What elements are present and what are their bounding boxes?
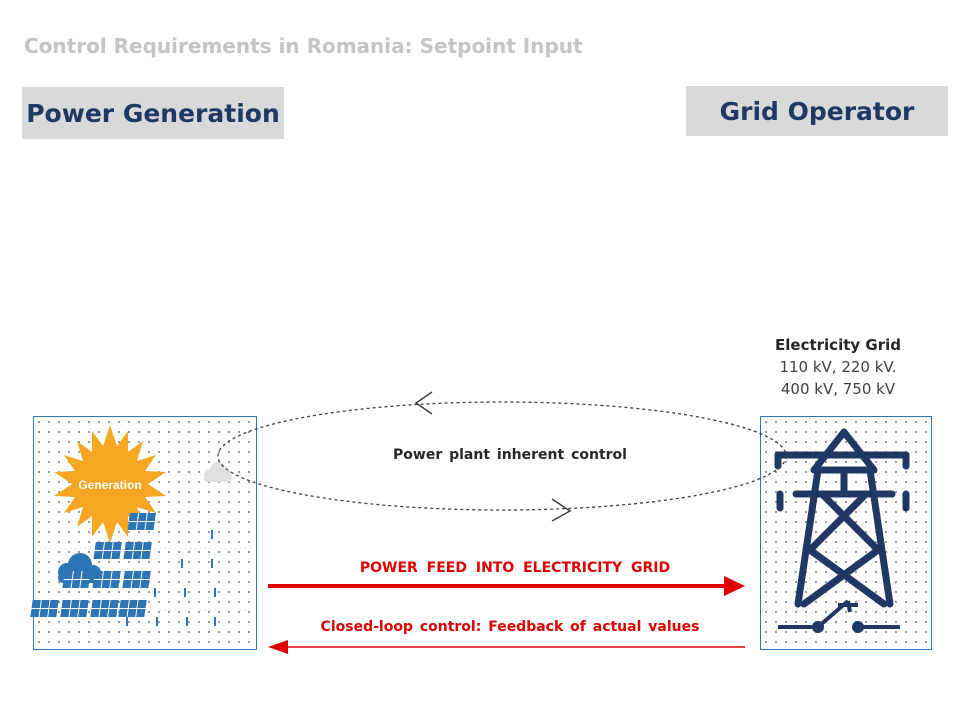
cloud-icon <box>204 462 232 482</box>
sun-label: Generation <box>78 478 141 492</box>
slide-subtitle: Control Requirements in Romania: Setpoin… <box>24 34 583 58</box>
grid-operator-header: Grid Operator <box>686 86 948 136</box>
feedback-arrow <box>268 640 745 654</box>
switch-icon <box>778 599 900 633</box>
power-generation-header: Power Generation <box>22 87 284 139</box>
power-feed-arrow <box>268 576 745 596</box>
loop-arrow-left <box>414 391 433 415</box>
loop-label: Power plant inherent control <box>393 447 627 463</box>
transmission-tower-icon <box>774 428 910 608</box>
solar-panel-icon <box>30 513 216 626</box>
electricity-grid-label: Electricity Grid 110 kV, 220 kV. 400 kV,… <box>740 334 936 400</box>
grid-voltages-1: 110 kV, 220 kV. <box>779 358 897 376</box>
control-loop <box>217 401 787 511</box>
power-feed-label: POWER FEED INTO ELECTRICITY GRID <box>359 560 671 576</box>
grid-voltages-2: 400 kV, 750 kV <box>780 380 896 398</box>
grid-name: Electricity Grid <box>775 336 901 354</box>
loop-arrow-right <box>551 498 572 522</box>
feedback-label: Closed-loop control: Feedback of actual … <box>320 619 700 635</box>
